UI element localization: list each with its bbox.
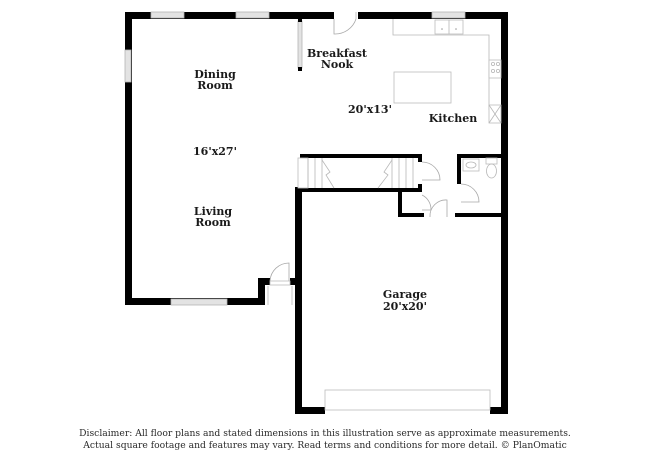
sliding-panel: [297, 20, 303, 69]
stairs-and-interior: [297, 154, 505, 218]
room-labels: Dining Room 16'x27' Living Room Breakfas…: [193, 47, 477, 313]
dining-room-label-line2: Room: [197, 79, 233, 92]
dining-room-label: Dining: [194, 68, 236, 81]
toilet-icon: [486, 163, 497, 179]
kitchen-dimensions: 20'x13': [348, 103, 392, 116]
kitchen-label: Kitchen: [429, 112, 478, 125]
breakfast-nook-label: Breakfast: [307, 47, 368, 60]
window-dining-top-1: [150, 11, 185, 19]
disclaimer-line-1: Disclaimer: All floor plans and stated d…: [79, 428, 571, 439]
door-nook-exterior[interactable]: [333, 18, 357, 35]
living-room-label: Living: [194, 205, 232, 218]
doors: [265, 12, 358, 305]
door-garage[interactable]: [429, 199, 448, 218]
living-room-dimensions: 16'x27': [193, 145, 237, 158]
door-closet[interactable]: [421, 161, 441, 181]
disclaimer-line-2: Actual square footage and features may v…: [83, 440, 567, 451]
toilet-tank: [485, 157, 498, 165]
disclaimer: Disclaimer: All floor plans and stated d…: [0, 428, 650, 452]
window-dining-left: [124, 49, 132, 83]
windows: [124, 11, 466, 306]
door-powder-room[interactable]: [460, 183, 480, 203]
bathroom-sink-icon: [462, 158, 480, 172]
kitchen-fixtures: [392, 19, 502, 124]
kitchen-island: [393, 71, 452, 104]
window-kitchen-sink: [431, 11, 466, 19]
living-room-label-line2: Room: [195, 216, 231, 229]
window-dining-top-2: [235, 11, 270, 19]
garage-label: Garage: [383, 288, 427, 301]
breakfast-nook-label-line2: Nook: [321, 58, 354, 71]
door-front-entry[interactable]: [269, 262, 290, 282]
garage-door[interactable]: [324, 389, 491, 411]
stove-icon: [488, 59, 502, 79]
garage-dimensions: 20'x20': [383, 300, 427, 313]
window-living-bottom: [170, 298, 228, 306]
